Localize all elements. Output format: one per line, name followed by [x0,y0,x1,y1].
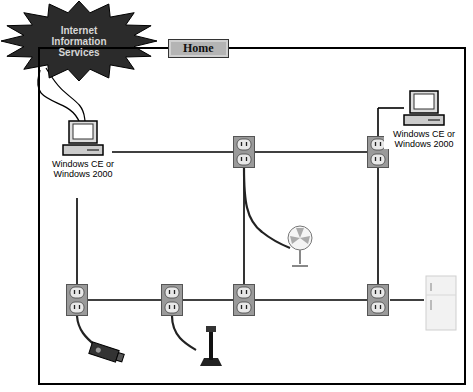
fan-device [288,226,312,266]
refrigerator-device [426,276,456,330]
computer-node: Windows CE or Windows 2000 [44,119,122,199]
power-line-wires [77,108,424,300]
computer-icon [61,119,105,159]
home-banner: Home [168,39,229,58]
computer-caption: Windows CE or Windows 2000 [384,129,464,149]
computer-icon [402,89,446,129]
camera-device [89,342,125,364]
phone-device [200,326,222,366]
cloud-label: Internet Information Services [40,25,118,58]
network-link [38,70,79,121]
computer-node: Windows CE or Windows 2000 [384,89,464,151]
computer-caption: Windows CE or Windows 2000 [44,159,122,179]
home-boundary: HomeWindows CE or Windows 2000Windows CE… [38,47,466,385]
device-cables [77,168,290,350]
starburst-cloud: Internet Information Services [0,0,158,82]
